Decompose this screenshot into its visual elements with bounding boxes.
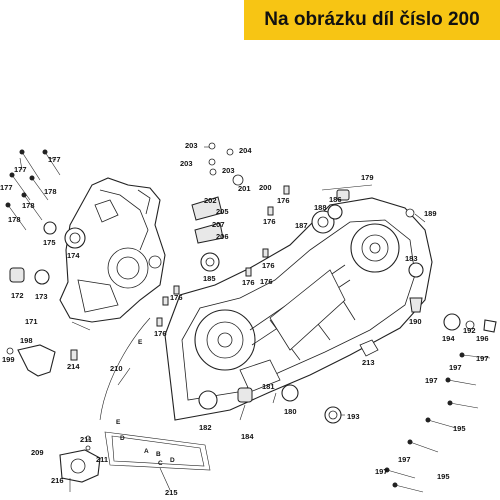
callout-203: 203 — [185, 141, 198, 150]
reference-letter-e: E — [116, 419, 121, 426]
callout-197: 197 — [476, 354, 489, 363]
callout-187: 187 — [295, 221, 308, 230]
callout-207: 207 — [212, 220, 225, 229]
callout-179: 179 — [361, 173, 374, 182]
callout-176: 176 — [260, 277, 273, 286]
callout-197: 197 — [449, 363, 462, 372]
reference-letter-e: E — [138, 339, 143, 346]
callout-176: 176 — [170, 293, 183, 302]
callout-172: 172 — [11, 291, 24, 300]
callout-175: 175 — [43, 238, 56, 247]
reference-letter-c: C — [158, 460, 163, 467]
callout-205: 205 — [216, 207, 229, 216]
callout-181: 181 — [262, 382, 275, 391]
bolts-195-197 — [384, 352, 491, 493]
part-number-banner: Na obrázku díl číslo 200 — [244, 0, 500, 40]
oil-pump-assembly — [59, 435, 101, 492]
callout-204: 204 — [239, 146, 252, 155]
dowel-pins-176 — [156, 185, 290, 327]
callout-216: 216 — [51, 476, 64, 485]
callout-183: 183 — [405, 254, 418, 263]
callout-198: 198 — [20, 336, 33, 345]
leader-lines — [19, 146, 426, 491]
callout-202: 202 — [204, 196, 217, 205]
callout-176: 176 — [242, 278, 255, 287]
callout-176: 176 — [154, 329, 167, 338]
reference-letter-b: B — [156, 451, 161, 458]
callout-176: 176 — [262, 261, 275, 270]
callout-178: 178 — [44, 187, 57, 196]
callout-200: 200 — [259, 183, 272, 192]
right-bearings-seals — [198, 189, 424, 424]
callout-209: 209 — [31, 448, 44, 457]
reference-letter-d: D — [170, 457, 175, 464]
callout-190: 190 — [409, 317, 422, 326]
callout-195: 195 — [453, 424, 466, 433]
callout-177: 177 — [0, 183, 13, 192]
callout-206: 206 — [216, 232, 229, 241]
callout-185: 185 — [203, 274, 216, 283]
oil-hose-210 — [99, 317, 151, 421]
right-crankcase-half — [164, 197, 433, 421]
callout-195: 195 — [437, 472, 450, 481]
right-small-parts — [359, 297, 497, 357]
callout-201: 201 — [238, 184, 251, 193]
left-crankcase-half — [59, 177, 166, 323]
callout-178: 178 — [22, 201, 35, 210]
callout-194: 194 — [442, 334, 455, 343]
callout-199: 199 — [2, 355, 15, 364]
callout-192: 192 — [463, 326, 476, 335]
callout-210: 210 — [110, 364, 123, 373]
callout-177: 177 — [14, 165, 27, 174]
small-parts-198-214 — [6, 344, 78, 377]
callout-176: 176 — [263, 217, 276, 226]
callout-215: 215 — [165, 488, 178, 497]
callout-211: 211 — [96, 455, 108, 464]
top-center-parts — [191, 142, 244, 244]
reference-letter-a: A — [144, 448, 149, 455]
callout-180: 180 — [284, 407, 297, 416]
callout-196: 196 — [476, 334, 489, 343]
callout-176: 176 — [277, 196, 290, 205]
callout-189: 189 — [424, 209, 437, 218]
bolts-177-178 — [5, 149, 61, 231]
callout-214: 214 — [67, 362, 80, 371]
left-bearings-seals — [9, 221, 86, 285]
callout-171: 171 — [25, 317, 38, 326]
banner-title: Na obrázku díl číslo 200 — [264, 9, 480, 30]
callout-203: 203 — [180, 159, 193, 168]
callout-203: 203 — [222, 166, 235, 175]
callout-178: 178 — [8, 215, 21, 224]
callout-197: 197 — [375, 467, 388, 476]
callout-213: 213 — [362, 358, 375, 367]
callout-177: 177 — [48, 155, 61, 164]
callout-182: 182 — [199, 423, 212, 432]
callout-184: 184 — [241, 432, 254, 441]
callout-211: 211 — [80, 435, 92, 444]
callout-193: 193 — [347, 412, 360, 421]
callout-173: 173 — [35, 292, 48, 301]
callout-188: 188 — [314, 203, 327, 212]
drive-chain-215 — [104, 431, 211, 471]
callout-197: 197 — [425, 376, 438, 385]
callout-197: 197 — [398, 455, 411, 464]
reference-letter-d: D — [120, 435, 125, 442]
part-callouts: 177 177 177 178 178 178 175 174 172 173 … — [0, 141, 489, 497]
callout-186: 186 — [329, 195, 342, 204]
callout-174: 174 — [67, 251, 80, 260]
